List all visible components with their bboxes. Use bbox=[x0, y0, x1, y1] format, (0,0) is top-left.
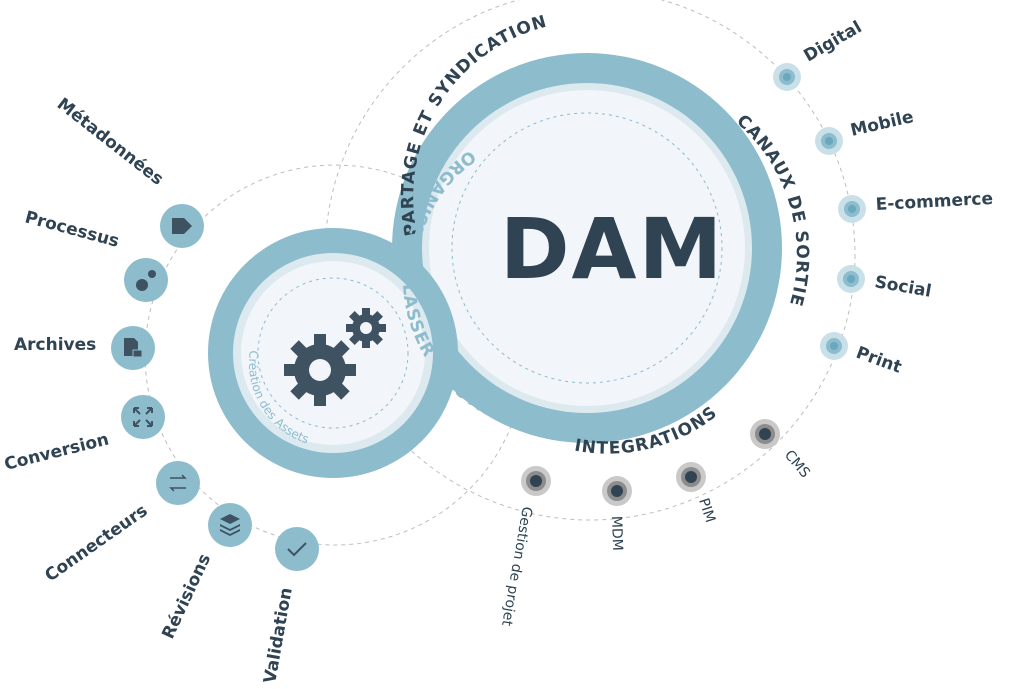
archives-label: Archives bbox=[14, 335, 96, 355]
metadata-label: Métadonnées bbox=[53, 94, 167, 189]
creation-circle bbox=[208, 228, 458, 478]
layers-icon bbox=[220, 514, 240, 536]
integration-pim[interactable]: PIM bbox=[676, 462, 718, 525]
process-node[interactable]: Processus bbox=[23, 208, 168, 302]
tag-icon bbox=[172, 218, 192, 234]
revisions-label: Révisions bbox=[158, 551, 215, 642]
channel-print-label: Print bbox=[853, 343, 904, 378]
channel-ecommerce-label: E-commerce bbox=[875, 189, 993, 215]
integration-mdm-label: MDM bbox=[608, 516, 625, 551]
integration-cms-label: CMS bbox=[781, 447, 813, 481]
integration-project-label: Gestion de projet bbox=[498, 505, 535, 627]
channel-mobile[interactable]: Mobile bbox=[815, 107, 915, 155]
integration-mdm[interactable]: MDM bbox=[602, 476, 632, 551]
file-lock-icon bbox=[124, 338, 143, 358]
revisions-node[interactable]: Révisions bbox=[158, 503, 252, 642]
dam-main-circle bbox=[392, 53, 782, 443]
archives-node[interactable]: Archives bbox=[14, 326, 155, 370]
channel-ecommerce[interactable]: E-commerce bbox=[838, 189, 993, 223]
integration-pim-label: PIM bbox=[695, 496, 718, 524]
gears-icon bbox=[136, 270, 156, 291]
channel-print[interactable]: Print bbox=[820, 332, 904, 378]
channel-digital-label: Digital bbox=[801, 17, 866, 66]
conversion-node[interactable]: Conversion bbox=[2, 395, 165, 475]
arrows-exchange-icon bbox=[169, 474, 187, 492]
integration-cms[interactable]: CMS bbox=[750, 419, 813, 481]
output-channels: Digital Mobile E-commerce Social Print bbox=[773, 17, 993, 378]
conversion-label: Conversion bbox=[2, 430, 111, 475]
expand-icon bbox=[133, 407, 153, 427]
channel-digital[interactable]: Digital bbox=[773, 17, 865, 91]
integration-project[interactable]: Gestion de projet bbox=[498, 466, 551, 628]
connectors-node[interactable]: Connecteurs bbox=[41, 461, 200, 586]
gears-icon bbox=[284, 308, 386, 406]
connectors-label: Connecteurs bbox=[41, 501, 151, 586]
channel-social-label: Social bbox=[873, 272, 933, 302]
process-label: Processus bbox=[23, 208, 121, 252]
dam-title: DAM bbox=[500, 200, 724, 298]
check-icon bbox=[287, 542, 307, 557]
channel-mobile-label: Mobile bbox=[849, 107, 916, 141]
validation-node[interactable]: Validation bbox=[260, 527, 319, 685]
validation-label: Validation bbox=[260, 586, 296, 685]
